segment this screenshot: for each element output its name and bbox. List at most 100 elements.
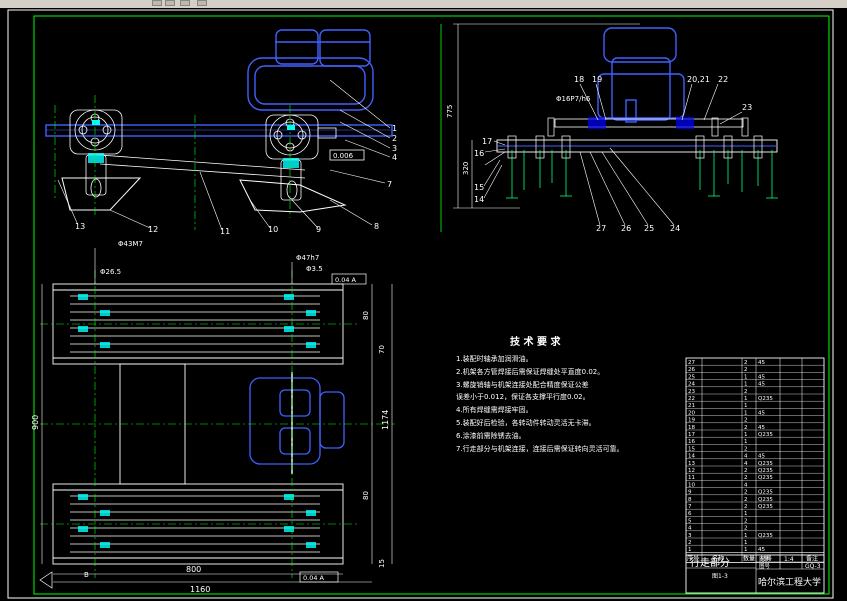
bom-cell: Q235: [758, 490, 773, 496]
bom-cell: Q235: [758, 504, 773, 510]
plan-view: 900 1174 800 1160 80 70 80 15 Φ43M7 Φ26.…: [31, 240, 395, 594]
plan-dim-80b: 80: [362, 491, 370, 500]
front-dim-box: 0.006: [333, 152, 354, 160]
bom-cell: 45: [758, 547, 765, 553]
bom-cell: 6: [688, 511, 692, 517]
bom-cell: 1: [744, 382, 748, 388]
plan-fit-47h7: Φ47h7: [296, 254, 319, 262]
bom-cell: 3: [688, 533, 692, 539]
plan-dim-70: 70: [378, 345, 386, 354]
bom-cell: 26: [688, 367, 695, 373]
bom-cell: 27: [688, 360, 695, 366]
school-name: 哈尔滨工程大学: [758, 576, 821, 588]
plan-tol-box-bottom: 0.04 A: [303, 574, 325, 582]
bom-cell: 4: [744, 454, 748, 460]
bom-cell: 15: [688, 446, 695, 452]
bom-cell: 45: [758, 382, 765, 388]
balloon-18: 18: [574, 75, 584, 84]
bom-cell: 1: [744, 403, 748, 409]
inner-border: [33, 15, 830, 595]
balloon-13: 13: [75, 222, 85, 231]
balloon-16: 16: [474, 149, 484, 158]
plan-dim-1160: 1160: [190, 585, 210, 594]
bom-cell: 18: [688, 425, 695, 431]
requirement-2: 2.机架各方管焊接后需保证焊缝处平直度0.02。: [456, 367, 604, 376]
plan-dim-80a: 80: [362, 311, 370, 320]
balloon-14: 14: [474, 195, 484, 204]
bom-cell: Q235: [758, 475, 773, 481]
bom-cell: 24: [688, 382, 695, 388]
toolbar-button-2[interactable]: [165, 0, 175, 6]
balloon-11: 11: [220, 227, 230, 236]
balloon-27: 27: [596, 224, 606, 233]
bom-cell: 45: [758, 425, 765, 431]
bom-cell: 1: [744, 540, 748, 546]
bom-cell: 1: [744, 547, 748, 553]
bom-cell: 21: [688, 403, 695, 409]
bom-cell: 1: [744, 533, 748, 539]
bom-cell: 1: [744, 410, 748, 416]
bom-cell: Q235: [758, 432, 773, 438]
bom-cell: 1: [688, 547, 692, 553]
bom-cell: 4: [744, 461, 748, 467]
balloon-2: 2: [392, 134, 397, 143]
bom-cell: 2: [744, 518, 748, 524]
outer-frame: [7, 9, 834, 599]
bom-cell: 13: [688, 461, 695, 467]
bom-cell: 45: [758, 454, 765, 460]
bom-cell: 25: [688, 374, 695, 380]
bom-cell: 2: [744, 497, 748, 503]
balloon-26: 26: [621, 224, 631, 233]
bom-cell: 9: [688, 490, 692, 496]
balloon-9: 9: [316, 225, 321, 234]
requirement-5: 5.装配好后检验，各转动件转动灵活无卡滞。: [456, 418, 596, 427]
plan-dim-900: 900: [31, 415, 40, 430]
bom-cell: 2: [744, 526, 748, 532]
bom-cell: 2: [744, 360, 748, 366]
note-small: 图1-3: [712, 573, 728, 580]
bom-cell: 12: [688, 468, 695, 474]
side-fit-label: Φ16P7/h6: [556, 95, 591, 103]
balloon-10: 10: [268, 225, 278, 234]
front-view: 0.006 1 2 3 4 7 8 9 10 11 12 13: [45, 29, 397, 236]
bom-cell: 1: [744, 374, 748, 380]
balloon-19: 19: [592, 75, 602, 84]
balloon-4: 4: [392, 153, 397, 162]
plan-fit-3-5: Φ3.5: [306, 265, 323, 273]
balloon-3: 3: [392, 144, 397, 153]
bom-header-cell: 材料: [760, 554, 772, 562]
sheet-value: GQ-3: [805, 563, 821, 570]
bom-header-cell: 备注: [806, 554, 818, 562]
bom-cell: 2: [744, 367, 748, 373]
bom-cell: 20: [688, 410, 695, 416]
scale-value: 1:4: [784, 556, 794, 563]
bom-cell: 4: [688, 526, 692, 532]
plan-fit-26-5: Φ26.5: [100, 268, 121, 276]
requirements-title: 技 术 要 求: [510, 335, 561, 348]
bom-cell: 8: [688, 497, 692, 503]
drawing-title: 行走部分: [690, 556, 730, 569]
bom-cell: 2: [688, 540, 692, 546]
bom-cell: 5: [688, 518, 692, 524]
bom-cell: 22: [688, 396, 695, 402]
plan-dim-800: 800: [186, 565, 201, 574]
side-view: 775 320 Φ16P7/h6 18 19 20,21 22 23 17 16…: [446, 23, 778, 233]
bom-cell: 1: [744, 511, 748, 517]
bom-cell: 1: [744, 432, 748, 438]
bom-cell: 7: [688, 504, 692, 510]
toolbar-button-4[interactable]: [197, 0, 207, 6]
balloon-25: 25: [644, 224, 654, 233]
balloon-8: 8: [374, 222, 379, 231]
bom-cell: 2: [744, 504, 748, 510]
bom-cell: 10: [688, 482, 695, 488]
requirement-4: 4.所有焊缝需焊接牢固。: [456, 405, 533, 414]
plan-tol-box-top: 0.04 A: [335, 276, 357, 284]
toolbar-button-1[interactable]: [152, 0, 162, 6]
bom-cell: 2: [744, 418, 748, 424]
bom-cell: 2: [744, 468, 748, 474]
toolbar-button-3[interactable]: [180, 0, 190, 6]
bom-header-cell: 序号: [687, 554, 699, 562]
bom-header-cell: 名称: [712, 554, 724, 562]
title-block: 行走部分 比例 1:4 图号 GQ-3 哈尔滨工程大学 图1-3: [685, 554, 825, 594]
